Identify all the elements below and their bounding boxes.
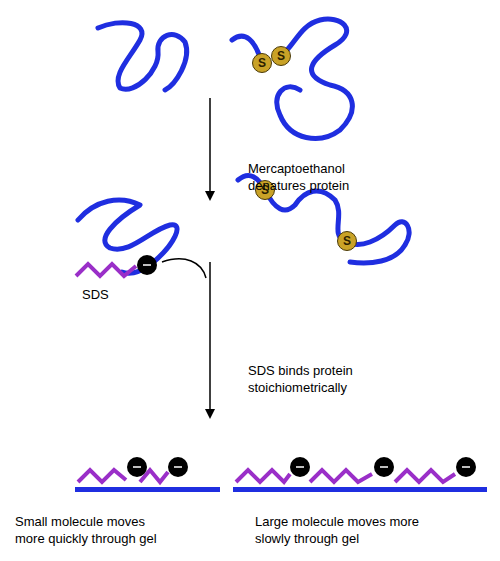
step-label: Mercaptoethanol denatures protein bbox=[248, 160, 398, 194]
atom-label: S bbox=[343, 235, 351, 247]
sulfur-atom: S bbox=[271, 46, 291, 66]
step-label: SDS binds protein stoichiometrically bbox=[248, 362, 398, 396]
sulfur-atom: S bbox=[252, 53, 272, 73]
sulfur-atom: S bbox=[337, 231, 357, 251]
caption-text: Small molecule moves more quickly throug… bbox=[15, 513, 175, 547]
molecule-label: SDS bbox=[82, 286, 142, 303]
caption-text: Large molecule moves more slowly through… bbox=[255, 513, 425, 547]
atom-label: S bbox=[258, 57, 266, 69]
atom-label: S bbox=[277, 50, 285, 62]
